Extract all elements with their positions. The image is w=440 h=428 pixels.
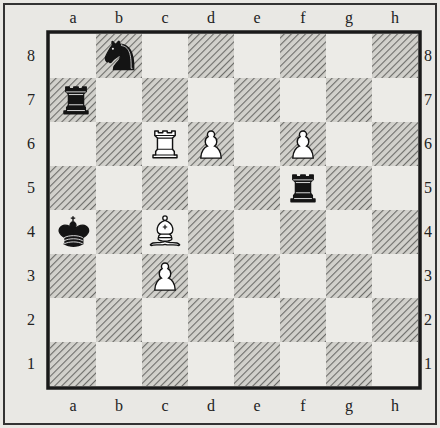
file-letter: e — [253, 10, 260, 26]
rank-number: 7 — [424, 92, 432, 108]
file-letter: d — [207, 398, 215, 414]
rank-number: 7 — [27, 92, 35, 108]
outer-frame — [4, 4, 436, 424]
rank-number: 2 — [27, 312, 35, 328]
white-rook — [153, 131, 177, 158]
rank-number: 2 — [424, 312, 432, 328]
white-pawn — [155, 263, 175, 290]
file-letter: b — [115, 398, 123, 414]
file-letter: f — [300, 10, 305, 26]
rank-number: 8 — [27, 48, 35, 64]
file-letter: b — [115, 10, 123, 26]
file-letter: f — [300, 398, 305, 414]
board-squares — [50, 34, 418, 386]
rank-number: 6 — [27, 136, 35, 152]
file-letter: h — [391, 10, 399, 26]
black-knight — [105, 41, 133, 69]
file-letter: g — [345, 398, 353, 414]
black-king — [59, 216, 89, 246]
file-letter: c — [161, 10, 168, 26]
black-rook — [64, 87, 88, 114]
white-pawn — [201, 131, 221, 158]
rank-number: 1 — [424, 356, 432, 372]
rank-number: 3 — [27, 268, 35, 284]
file-letter: a — [69, 398, 76, 414]
file-letter: e — [253, 398, 260, 414]
rank-number: 8 — [424, 48, 432, 64]
white-pawn — [293, 131, 313, 158]
file-letter: g — [345, 10, 353, 26]
rank-number: 5 — [424, 180, 432, 196]
rank-number: 4 — [27, 224, 35, 240]
file-letter: c — [161, 398, 168, 414]
file-letter: a — [69, 10, 76, 26]
rank-number: 4 — [424, 224, 432, 240]
file-letter: h — [391, 398, 399, 414]
rank-number: 3 — [424, 268, 432, 284]
rank-number: 5 — [27, 180, 35, 196]
board-frame — [48, 32, 420, 388]
white-bishop — [150, 216, 179, 246]
black-rook — [291, 175, 315, 202]
rank-number: 1 — [27, 356, 35, 372]
file-letter: d — [207, 10, 215, 26]
rank-number: 6 — [424, 136, 432, 152]
